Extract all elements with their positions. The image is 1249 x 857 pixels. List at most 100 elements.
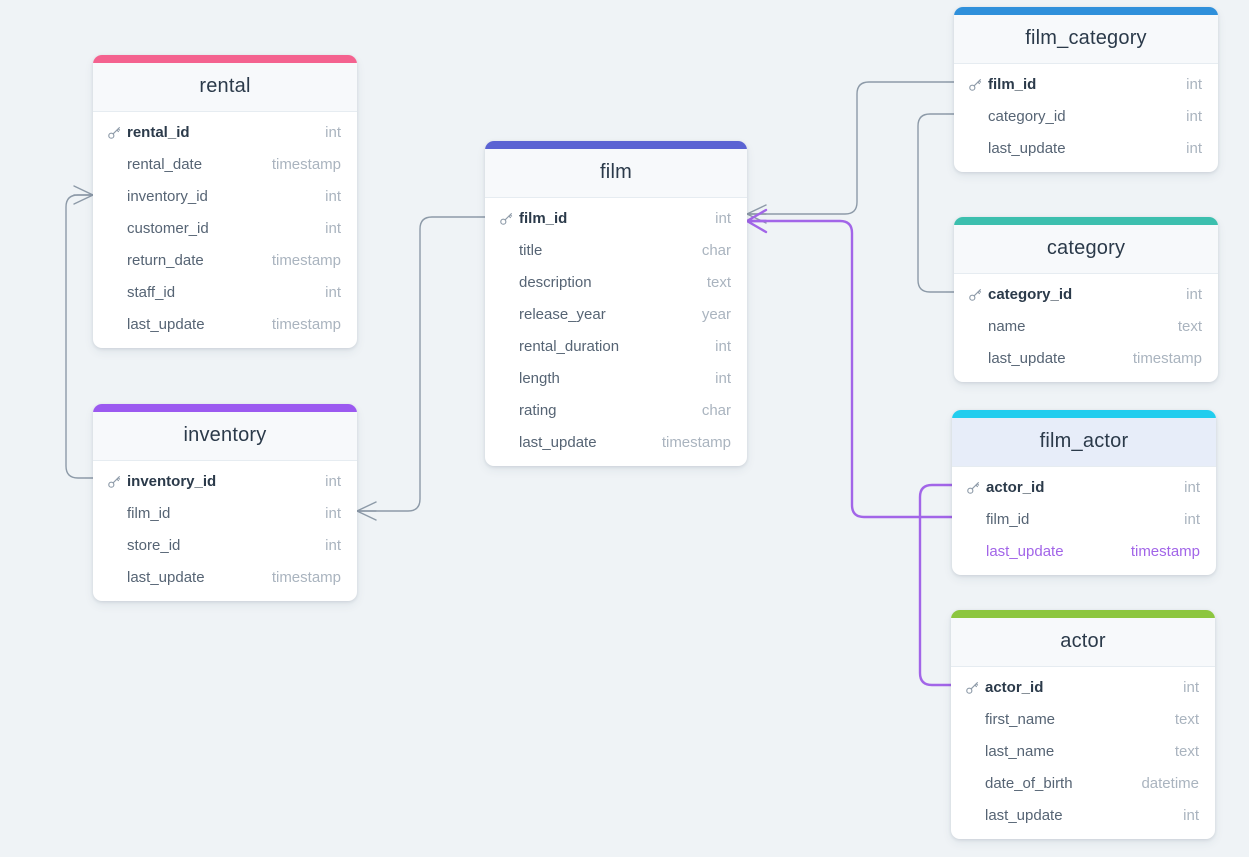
column-type: char bbox=[701, 401, 731, 419]
column-name: film_id bbox=[988, 75, 1037, 93]
column-type: int bbox=[1186, 139, 1202, 157]
column-name: film_id bbox=[986, 510, 1030, 528]
column-name: first_name bbox=[985, 710, 1056, 728]
table-accent-bar-film bbox=[485, 141, 747, 149]
column-name: film_id bbox=[127, 504, 171, 522]
column-type: text bbox=[1174, 742, 1199, 760]
table-accent-bar-inventory bbox=[93, 404, 357, 412]
edge-inventory-film bbox=[356, 216, 486, 512]
column-type: int bbox=[1186, 75, 1202, 93]
column-row-inventory-last_update[interactable]: last_update timestamp bbox=[93, 561, 357, 593]
edge-rental-inventory bbox=[65, 194, 94, 479]
column-row-film_actor-film_id[interactable]: film_id int bbox=[952, 503, 1216, 535]
table-title-film[interactable]: film bbox=[485, 149, 747, 198]
table-accent-bar-film_actor bbox=[952, 410, 1216, 418]
column-name: release_year bbox=[519, 305, 606, 323]
column-name: store_id bbox=[127, 536, 181, 554]
table-accent-bar-film_category bbox=[954, 7, 1218, 15]
column-type: int bbox=[1183, 678, 1199, 696]
column-name: actor_id bbox=[985, 678, 1044, 696]
crowfoot-film-filmcategory bbox=[746, 204, 767, 224]
column-type: timestamp bbox=[271, 155, 341, 173]
primary-key-icon bbox=[107, 474, 122, 489]
column-name: name bbox=[988, 317, 1026, 335]
column-name: date_of_birth bbox=[985, 774, 1073, 792]
crowfoot-film-filmactor bbox=[745, 208, 768, 234]
column-row-actor-first_name[interactable]: first_name text bbox=[951, 703, 1215, 735]
column-name: category_id bbox=[988, 285, 1073, 303]
primary-key-icon bbox=[107, 125, 122, 140]
table-title-category[interactable]: category bbox=[954, 225, 1218, 274]
column-type: timestamp bbox=[271, 568, 341, 586]
column-name: film_id bbox=[519, 209, 568, 227]
column-name: title bbox=[519, 241, 543, 259]
column-type: int bbox=[325, 504, 341, 522]
table-accent-bar-category bbox=[954, 217, 1218, 225]
column-type: int bbox=[715, 209, 731, 227]
edge-film-filmactor bbox=[745, 219, 954, 519]
column-row-inventory-film_id[interactable]: film_id int bbox=[93, 497, 357, 529]
table-title-rental[interactable]: rental bbox=[93, 63, 357, 112]
primary-key-icon bbox=[968, 77, 983, 92]
table-title-film_category[interactable]: film_category bbox=[954, 15, 1218, 64]
column-name: rental_duration bbox=[519, 337, 620, 355]
column-name: inventory_id bbox=[127, 472, 217, 490]
column-row-film_category-film_id[interactable]: film_id int bbox=[954, 68, 1218, 100]
column-row-film-film_id[interactable]: film_id int bbox=[485, 202, 747, 234]
primary-key-icon bbox=[968, 287, 983, 302]
primary-key-icon bbox=[499, 211, 514, 226]
table-accent-bar-rental bbox=[93, 55, 357, 63]
table-title-film_actor[interactable]: film_actor bbox=[952, 418, 1216, 467]
column-type: char bbox=[701, 241, 731, 259]
table-accent-bar-actor bbox=[951, 610, 1215, 618]
column-name: customer_id bbox=[127, 219, 209, 237]
column-row-film-title[interactable]: title char bbox=[485, 234, 747, 266]
column-type: int bbox=[1184, 510, 1200, 528]
column-type: timestamp bbox=[271, 251, 341, 269]
column-type: int bbox=[1184, 478, 1200, 496]
column-name: last_update bbox=[985, 806, 1063, 824]
column-row-actor-actor_id[interactable]: actor_id int bbox=[951, 671, 1215, 703]
table-title-actor[interactable]: actor bbox=[951, 618, 1215, 667]
column-type: text bbox=[1174, 710, 1199, 728]
table-title-inventory[interactable]: inventory bbox=[93, 412, 357, 461]
edge-film-filmcategory bbox=[746, 81, 955, 215]
column-name: last_update bbox=[127, 568, 205, 586]
